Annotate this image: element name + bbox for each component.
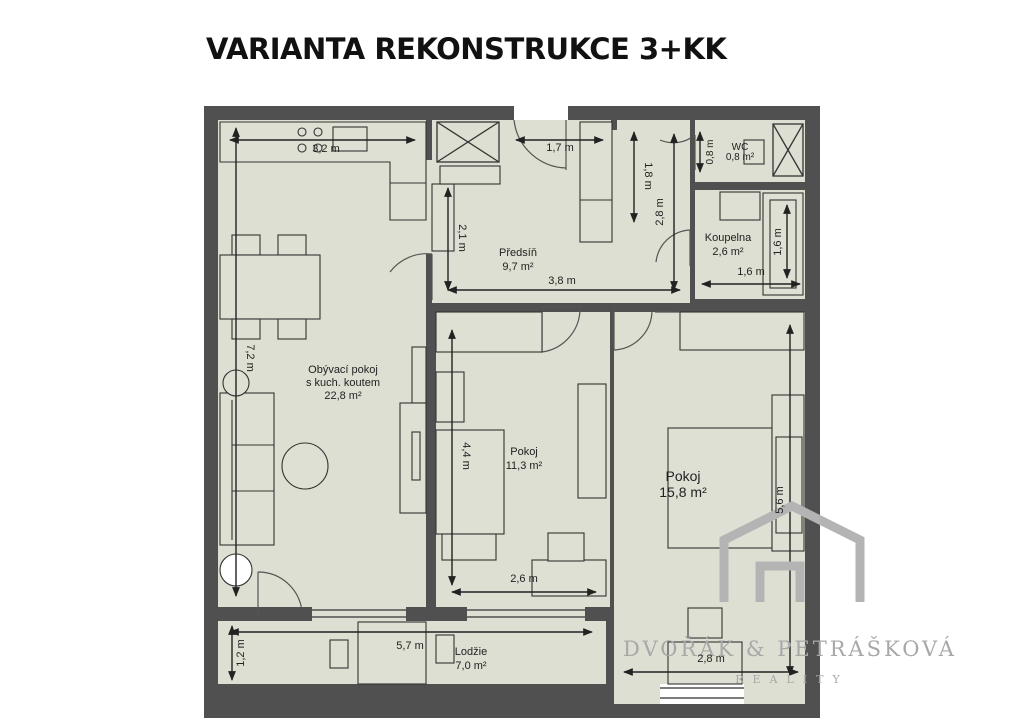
loggia-area: 7,0 m² bbox=[455, 660, 487, 672]
dim-small-room-height: 4,4 m bbox=[460, 442, 472, 470]
dim-hall-1-7: 1,7 m bbox=[546, 142, 574, 154]
dim-loggia-height: 1,2 m bbox=[235, 639, 247, 667]
dimension-labels: 3,2 m 7,2 m 1,7 m 2,1 m 3,8 m 1,8 m 2,8 … bbox=[235, 139, 786, 666]
dim-hall-1-8: 1,8 m bbox=[642, 162, 654, 190]
windows bbox=[312, 609, 744, 699]
dim-large-room-height: 5,6 m bbox=[774, 486, 786, 514]
dim-hall-2-8: 2,8 m bbox=[654, 198, 666, 226]
bathroom-name: Koupelna bbox=[705, 232, 752, 244]
dimension-lines bbox=[228, 127, 801, 681]
hall-name: Předsíň bbox=[499, 247, 537, 259]
plan-title: VARIANTA REKONSTRUKCE 3+KK bbox=[206, 32, 727, 66]
bathroom-area: 2,6 m² bbox=[712, 246, 744, 258]
small-room-area: 11,3 m² bbox=[506, 460, 543, 472]
dim-living-width: 3,2 m bbox=[312, 143, 340, 155]
dim-hall-2-1: 2,1 m bbox=[456, 224, 468, 252]
living-room-name-2: s kuch. koutem bbox=[306, 377, 380, 389]
wc-name: WC bbox=[732, 142, 749, 153]
doors bbox=[257, 119, 696, 616]
hall-area: 9,7 m² bbox=[502, 261, 534, 273]
loggia-name: Lodžie bbox=[455, 646, 487, 658]
dim-small-room-width: 2,6 m bbox=[510, 573, 538, 585]
dim-bath-height: 1,6 m bbox=[772, 228, 784, 256]
dim-wc: 0,8 m bbox=[705, 139, 716, 164]
dim-living-height: 7,2 m bbox=[244, 344, 256, 372]
dim-large-room-width: 2,8 m bbox=[697, 653, 725, 665]
wc-area: 0,8 m² bbox=[726, 152, 755, 163]
large-room-area: 15,8 m² bbox=[659, 484, 707, 500]
living-room-name: Obývací pokoj bbox=[308, 364, 378, 376]
interior-walls bbox=[218, 120, 805, 718]
watermark-text: DVOŘÁK & PETRÁŠKOVÁ REALITY bbox=[623, 636, 957, 686]
small-room-name: Pokoj bbox=[510, 446, 538, 458]
watermark-name: DVOŘÁK & PETRÁŠKOVÁ bbox=[623, 636, 957, 661]
dim-hall-3-8: 3,8 m bbox=[548, 275, 576, 287]
closets bbox=[436, 121, 804, 177]
watermark-logo bbox=[719, 500, 865, 602]
floors bbox=[218, 120, 805, 684]
watermark-tagline: REALITY bbox=[735, 673, 849, 686]
large-room-name: Pokoj bbox=[665, 468, 700, 484]
living-room-area: 22,8 m² bbox=[324, 390, 362, 402]
dim-bath-width: 1,6 m bbox=[737, 266, 765, 278]
dim-loggia-width: 5,7 m bbox=[396, 640, 424, 652]
room-labels: Obývací pokoj s kuch. koutem 22,8 m² Pře… bbox=[306, 142, 755, 672]
